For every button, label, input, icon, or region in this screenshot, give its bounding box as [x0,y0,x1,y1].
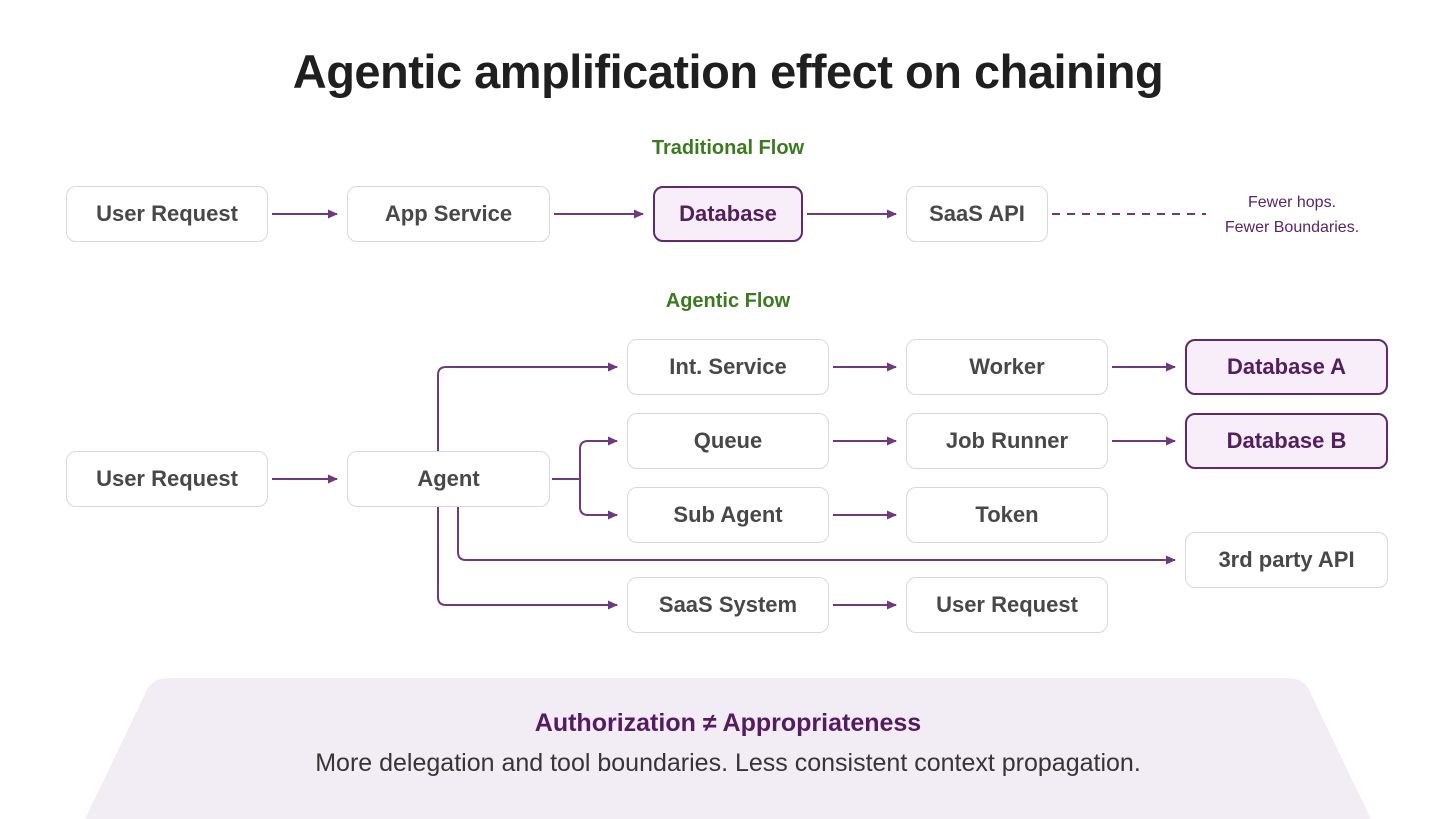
node-int-service: Int. Service [627,339,829,395]
node-sub-agent: Sub Agent [627,487,829,543]
page-title: Agentic amplification effect on chaining [292,45,1164,98]
node-saas-api: SaaS API [906,186,1048,242]
fewer-hops-note-line1: Fewer hops. [1247,194,1337,211]
banner-body: More delegation and tool boundaries. Les… [315,749,1141,777]
node-saas-system: SaaS System [627,577,829,633]
agentic-flow-label: Agentic Flow [665,290,791,312]
node-user-request-agentic: User Request [66,451,268,507]
node-user-request-traditional: User Request [66,186,268,242]
banner-heading: Authorization ≠ Appropriateness [534,709,922,737]
node-database-a: Database A [1185,339,1388,395]
node-token: Token [906,487,1108,543]
node-app-service: App Service [347,186,550,242]
connector-agent-subagent [579,479,618,520]
connector-agent-queue [579,436,618,479]
node-database: Database [653,186,803,242]
fewer-hops-note: Fewer hops. Fewer Boundaries. [1210,190,1374,240]
fewer-hops-note-line2: Fewer Boundaries. [1224,219,1360,236]
connector-agent-intservice [437,362,618,451]
node-queue: Queue [627,413,829,469]
traditional-flow-label: Traditional Flow [651,137,805,159]
node-agent: Agent [347,451,550,507]
node-job-runner: Job Runner [906,413,1108,469]
node-worker: Worker [906,339,1108,395]
node-database-b: Database B [1185,413,1388,469]
banner-shape [85,678,1371,819]
node-user-request-output: User Request [906,577,1108,633]
connector-agent-thirdpartyapi [457,507,1176,565]
node-third-party-api: 3rd party API [1185,532,1388,588]
connector-agent-saassystem [437,507,618,610]
